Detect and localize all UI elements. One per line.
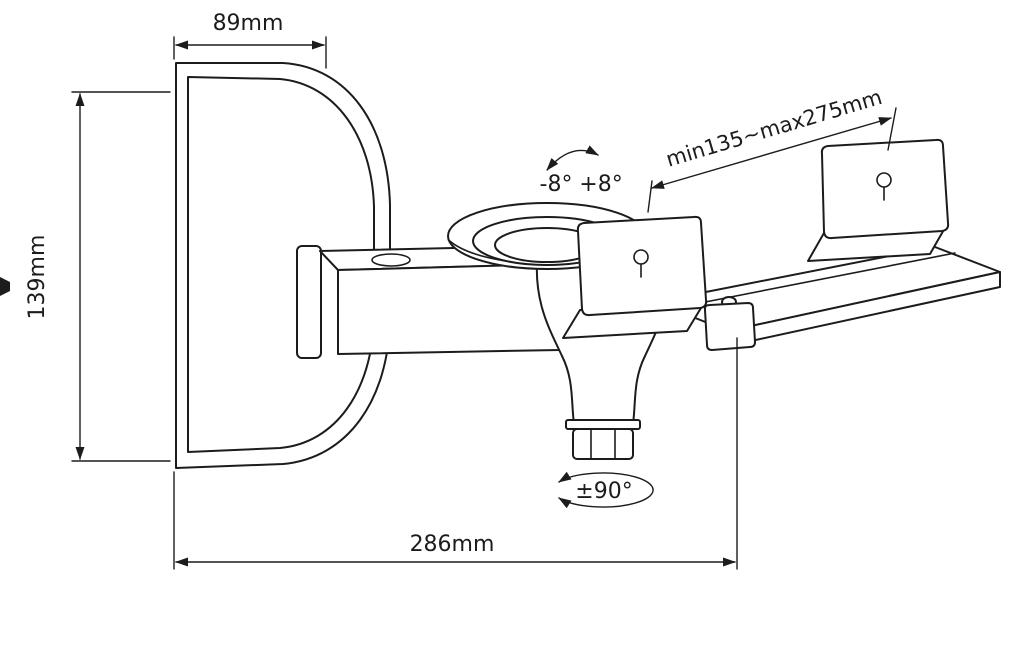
annotation-swivel: ±90°: [558, 471, 654, 509]
swivel-range-label: ±90°: [575, 479, 632, 504]
clamp-lock-block: [703, 296, 756, 351]
hex-nut: [565, 419, 641, 460]
right-clamp: [807, 138, 950, 262]
tilt-negative-label: -8°: [540, 172, 573, 197]
dim-range-ext-left: [647, 180, 653, 213]
tilt-positive-label: +8°: [579, 172, 622, 197]
left-clamp: [562, 215, 708, 339]
nut-body: [572, 428, 634, 460]
right-clamp-plate: [820, 138, 950, 240]
arm-mount-flange: [296, 245, 322, 359]
dim-left-height-label: 139mm: [25, 235, 50, 320]
wall-plate: [175, 62, 391, 469]
dimension-top-width: 89mm: [173, 11, 327, 69]
nut-flange: [565, 419, 641, 430]
left-clamp-plate: [576, 215, 708, 317]
arm-front-face: [337, 263, 562, 355]
annotation-tilt: -8° +8°: [540, 145, 623, 197]
dimension-bottom-depth: 286mm: [173, 337, 738, 570]
lock-block-body: [703, 302, 756, 351]
dim-range-line: [651, 117, 892, 189]
tilt-arc-arrow: [546, 145, 599, 171]
platform-rail-line: [689, 252, 956, 306]
swivel-arc-arrow: [558, 471, 654, 509]
arm-slot-hole: [371, 253, 411, 267]
left-edge-artifact: [0, 277, 10, 296]
dimension-left-height: 139mm: [25, 91, 171, 462]
dim-top-width-label: 89mm: [213, 11, 284, 36]
dim-bottom-depth-label: 286mm: [410, 532, 495, 557]
